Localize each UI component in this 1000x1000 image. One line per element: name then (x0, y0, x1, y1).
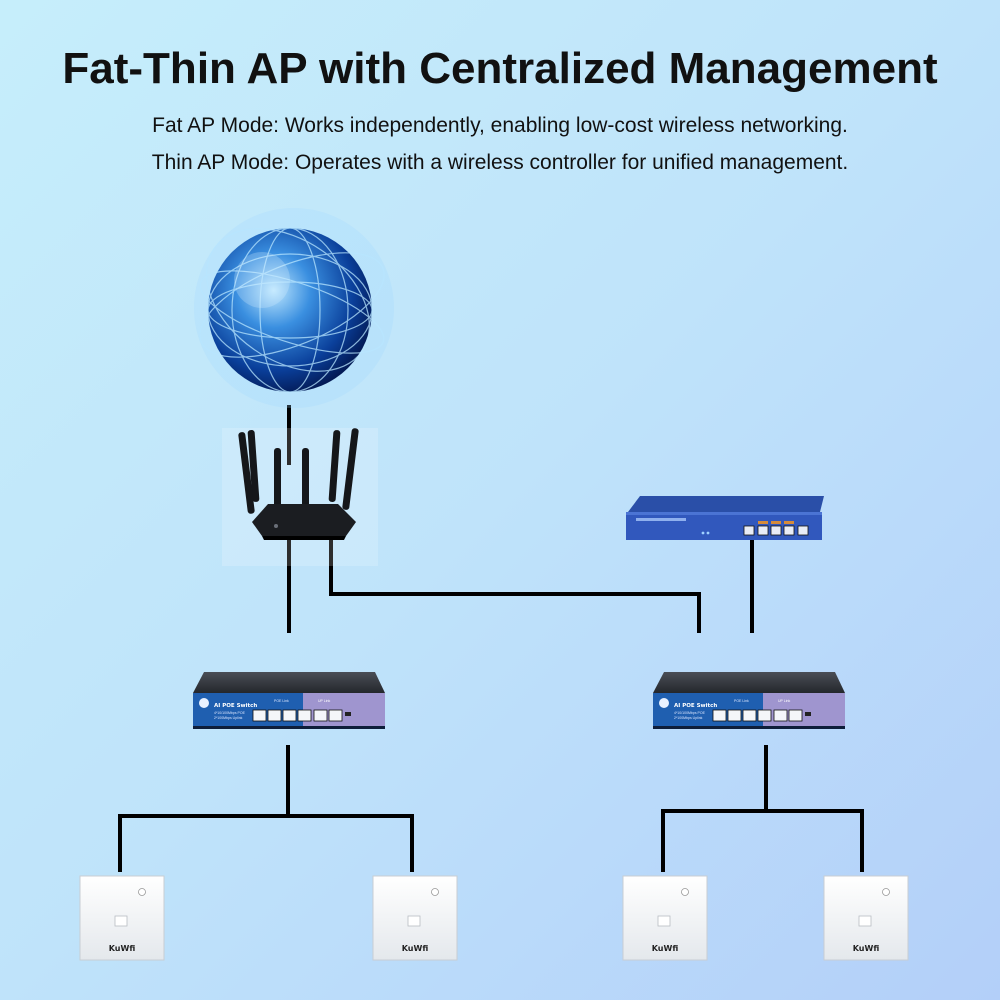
access-point-2-icon: KuWfi (372, 875, 458, 961)
switch-right-uplink-label: UP Link (778, 699, 790, 703)
page-title: Fat-Thin AP with Centralized Management (62, 44, 938, 93)
access-point-1-icon: KuWfi (79, 875, 165, 961)
access-point-4-brand: KuWfi (853, 944, 880, 953)
poe-switch-left-icon: AI POE Switch 4*10/100Mbps POE 2*100Mbps… (193, 672, 385, 729)
access-point-3-icon: KuWfi (622, 875, 708, 961)
switch-left-name: AI POE Switch (214, 703, 257, 709)
switch-left-spec1: 4*10/100Mbps POE (214, 711, 246, 715)
thin-ap-description: Thin AP Mode: Operates with a wireless c… (151, 151, 849, 174)
connection-lines (118, 405, 864, 872)
switch-right-poe-label: POE Link (734, 699, 749, 703)
access-point-2-brand: KuWfi (402, 944, 429, 953)
switch-left-uplink-label: UP Link (318, 699, 330, 703)
fat-ap-description: Fat AP Mode: Works independently, enabli… (152, 114, 848, 137)
switch-left-branch (118, 814, 414, 872)
access-point-1-brand: KuWfi (109, 944, 136, 953)
switch-right-branch (661, 809, 864, 872)
switch-right-name: AI POE Switch (674, 703, 717, 709)
switch-right-spec2: 2*100Mbps Uplink (674, 716, 703, 720)
router-switch-right-link (329, 540, 701, 633)
poe-switch-right-icon: AI POE Switch 4*10/100Mbps POE 2*100Mbps… (653, 672, 845, 729)
switch-right-spec1: 4*10/100Mbps POE (674, 711, 706, 715)
switch-left-poe-label: POE Link (274, 699, 289, 703)
access-point-3-brand: KuWfi (652, 944, 679, 953)
switch-left-spec2: 2*100Mbps Uplink (214, 716, 243, 720)
router-icon (222, 428, 378, 566)
access-point-4-icon: KuWfi (823, 875, 909, 961)
wireless-controller-icon (626, 496, 824, 540)
internet-globe-icon (194, 208, 394, 408)
